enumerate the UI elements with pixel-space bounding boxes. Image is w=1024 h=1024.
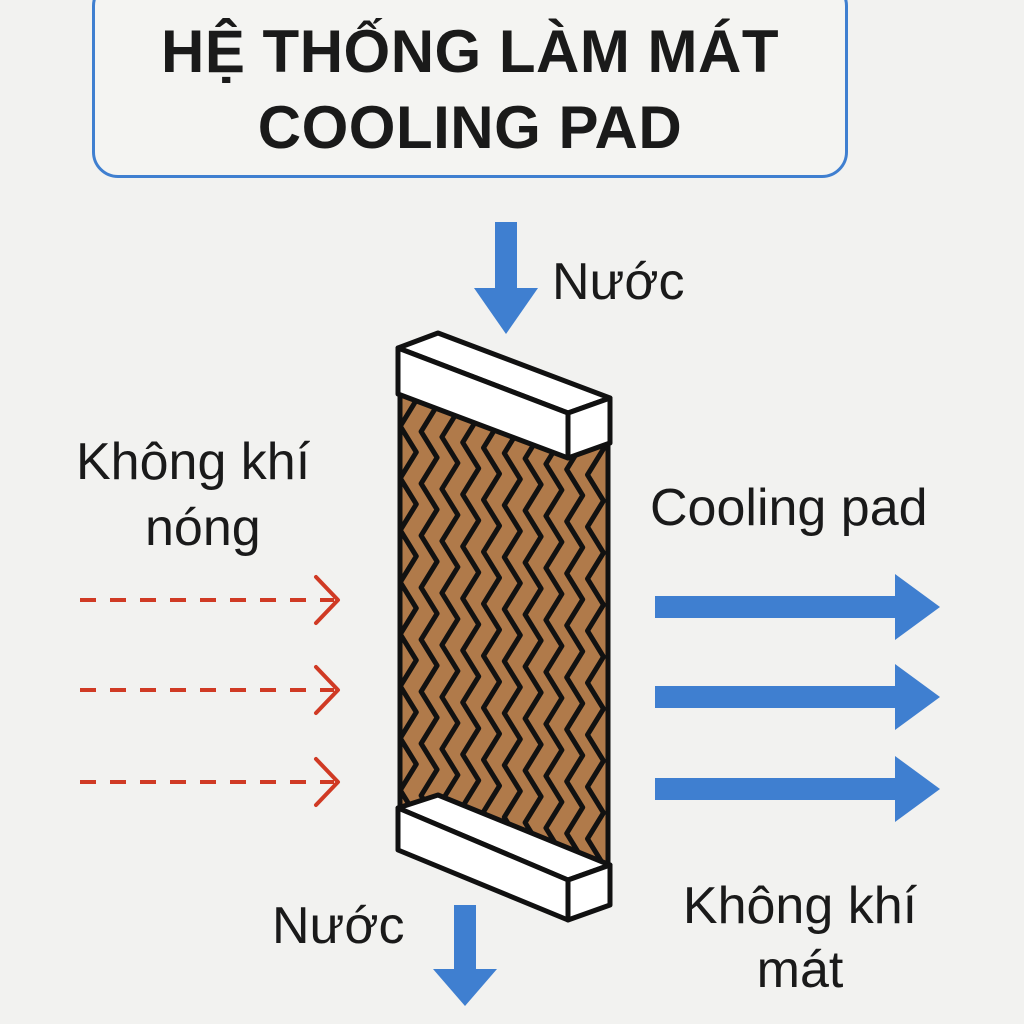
title-line-1: HỆ THỐNG LÀM MÁT	[161, 18, 779, 85]
corrugation-line	[460, 392, 482, 834]
top-frame	[395, 330, 613, 461]
cooling-pad-label: Cooling pad	[650, 479, 928, 537]
corrugation-line	[522, 405, 544, 850]
cool-air-label-line-1: Không khí	[682, 877, 918, 935]
cool-air-arrow-1	[655, 574, 940, 640]
title-box	[92, 0, 848, 178]
hot-air-arrow-1	[80, 575, 340, 625]
corrugation-line	[564, 416, 586, 861]
corrugation-line	[400, 392, 419, 818]
water-out-label: Nước	[272, 897, 405, 955]
hot-air-arrow-3	[80, 757, 340, 807]
corrugation-line	[543, 410, 565, 856]
cool-air-arrow-2	[655, 664, 940, 730]
cooling-pad-body	[397, 389, 611, 875]
corrugation-line	[418, 392, 440, 823]
water-in-arrow	[474, 222, 538, 334]
corrugation-line	[585, 421, 606, 867]
hot-air-label-line-2: nóng	[145, 499, 261, 557]
bottom-frame	[395, 792, 613, 923]
corrugation-line	[439, 392, 461, 829]
corrugation-line	[481, 394, 502, 840]
water-out-arrow	[433, 905, 497, 1006]
cool-air-label-line-2: mát	[756, 941, 844, 999]
cool-air-arrow-3	[655, 756, 940, 822]
hot-air-label-line-1: Không khí	[76, 433, 311, 491]
water-in-label: Nước	[552, 253, 685, 311]
corrugation-line	[501, 399, 523, 845]
title-line-2: COOLING PAD	[257, 94, 683, 161]
hot-air-arrow-2	[80, 665, 340, 715]
